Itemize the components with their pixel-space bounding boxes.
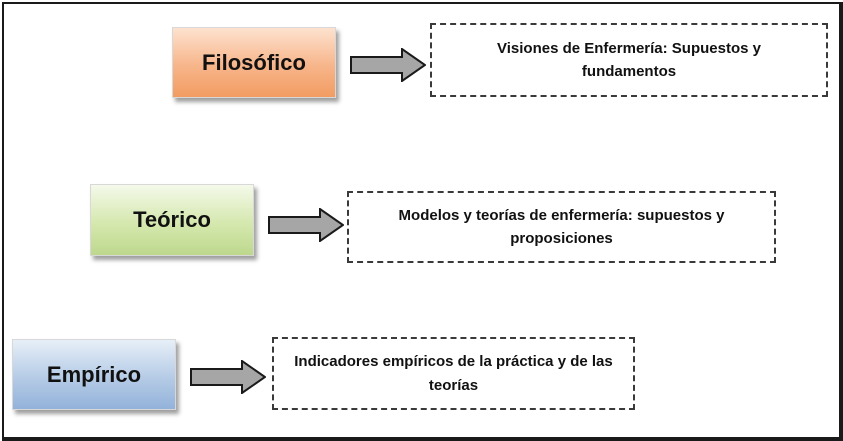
description-box-teorico: Modelos y teorías de enfermería: supuest… (347, 191, 776, 263)
level-label-teorico: Teórico (133, 207, 211, 232)
level-box-filosofico: Filosófico (172, 27, 336, 98)
right-arrow-icon (268, 208, 344, 242)
level-box-teorico: Teórico (90, 184, 254, 256)
right-arrow-icon (350, 48, 426, 82)
level-label-filosofico: Filosófico (202, 49, 306, 75)
right-arrow-icon (190, 360, 266, 394)
description-box-empirico: Indicadores empíricos de la práctica y d… (272, 337, 635, 410)
description-text-filosofico: Visiones de Enfermería: Supuestos y fund… (497, 39, 761, 80)
description-text-teorico: Modelos y teorías de enfermería: supuest… (398, 206, 725, 247)
description-box-filosofico: Visiones de Enfermería: Supuestos y fund… (430, 23, 828, 97)
level-label-empirico: Empírico (46, 361, 142, 387)
level-box-empirico: Empírico (12, 339, 176, 410)
description-text-empirico: Indicadores empíricos de la práctica y d… (294, 353, 613, 394)
